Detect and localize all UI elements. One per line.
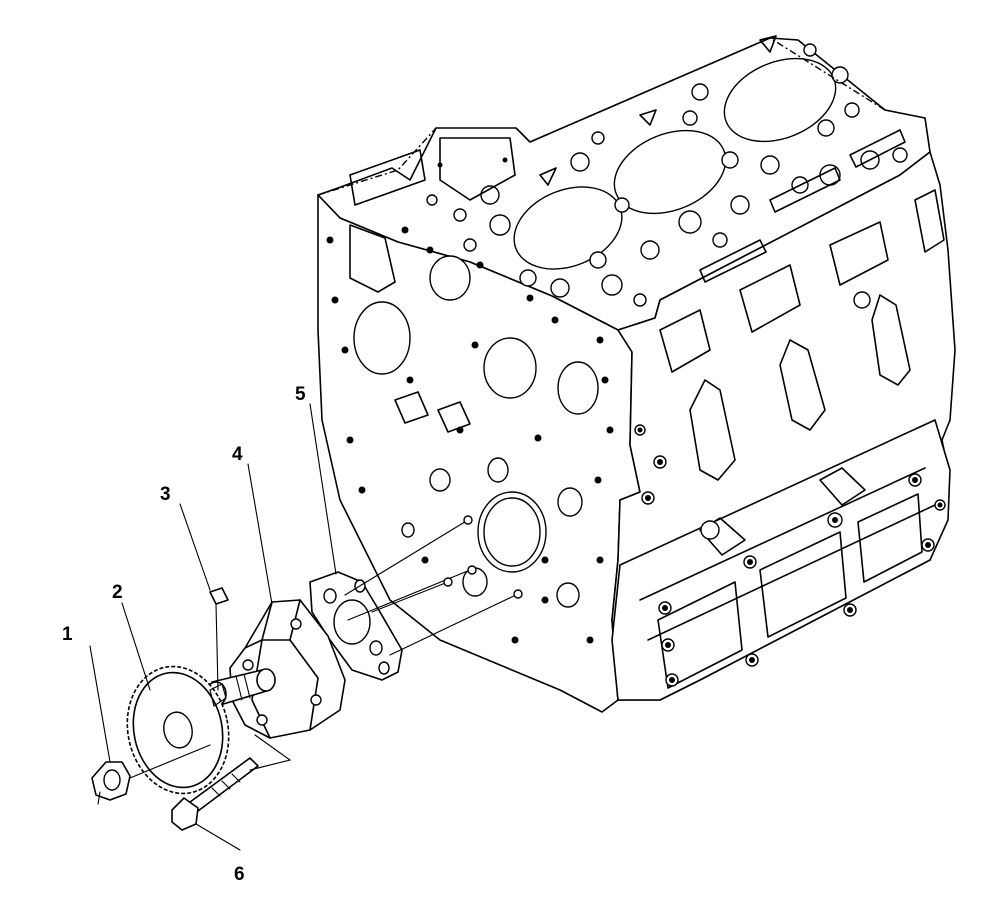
callout-1: 1: [62, 624, 73, 645]
engine-block: [317, 35, 956, 713]
nut: [91, 761, 131, 805]
callout-4: 4: [232, 444, 243, 465]
callout-leaders: [89, 403, 337, 851]
cylinder-bores: [513, 57, 837, 270]
front-face-features: [349, 224, 599, 608]
woodruff-key: [209, 587, 229, 691]
callout-5: 5: [295, 384, 306, 405]
callout-6: 6: [234, 864, 245, 885]
deck-holes: [426, 43, 908, 307]
pan-bolts: [634, 424, 946, 687]
oil-pump-body: [229, 599, 346, 739]
callout-2: 2: [112, 582, 123, 603]
oil-pump-gear: [126, 665, 230, 795]
alignment-lines: [129, 515, 523, 779]
front-face-bolts: [326, 226, 614, 644]
callout-3: 3: [160, 484, 171, 505]
callout-labels: 1 2 3 4 5 6: [62, 384, 306, 885]
